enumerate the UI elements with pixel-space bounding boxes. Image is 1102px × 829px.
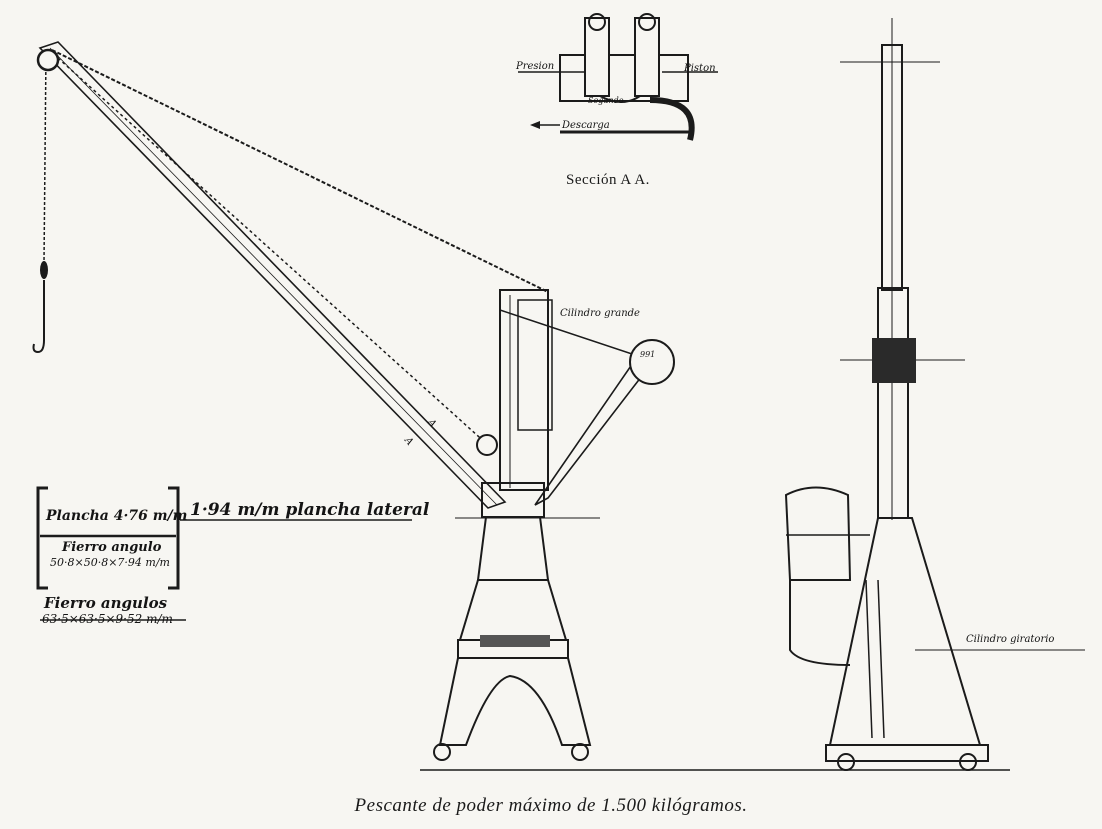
section-title: Sección A A. <box>566 172 650 188</box>
legend-fierro-angulo-title: Fierro angulo <box>62 540 162 555</box>
jib-tip-sheave <box>36 48 60 72</box>
label-piston: Piston <box>684 63 716 74</box>
legend-fierro-angulos-dims: 63·5×63·5×9·52 m/m <box>42 612 173 626</box>
label-cilindro-giratorio: Cilindro giratorio <box>966 634 1055 645</box>
legend-plancha: Plancha 4·76 m/m <box>46 508 188 524</box>
figure-caption: Pescante de poder máximo de 1.500 kilógr… <box>354 795 748 816</box>
legend-fierro-angulos-title: Fierro angulos <box>44 594 168 612</box>
legend-plancha-lateral: 1·94 m/m plancha lateral <box>190 500 430 520</box>
crane-side-view <box>784 18 1085 771</box>
crane-front-view <box>32 41 1010 771</box>
label-cilindro-grande: Cilindro grande <box>560 308 640 319</box>
label-sheave-value: 991 <box>640 350 656 359</box>
cylinder-band <box>872 338 916 383</box>
rope-weight <box>40 261 48 279</box>
legend-section-symbols <box>36 486 412 621</box>
label-segundo: Segundo <box>588 96 624 105</box>
label-presion: Presion <box>516 61 555 72</box>
legend-fierro-angulo-dims: 50·8×50·8×7·94 m/m <box>50 556 170 569</box>
label-descarga: Descarga <box>562 120 610 131</box>
section-aa-detail <box>518 13 718 141</box>
counterweight-sheave <box>629 339 675 385</box>
hook-icon <box>32 280 45 354</box>
